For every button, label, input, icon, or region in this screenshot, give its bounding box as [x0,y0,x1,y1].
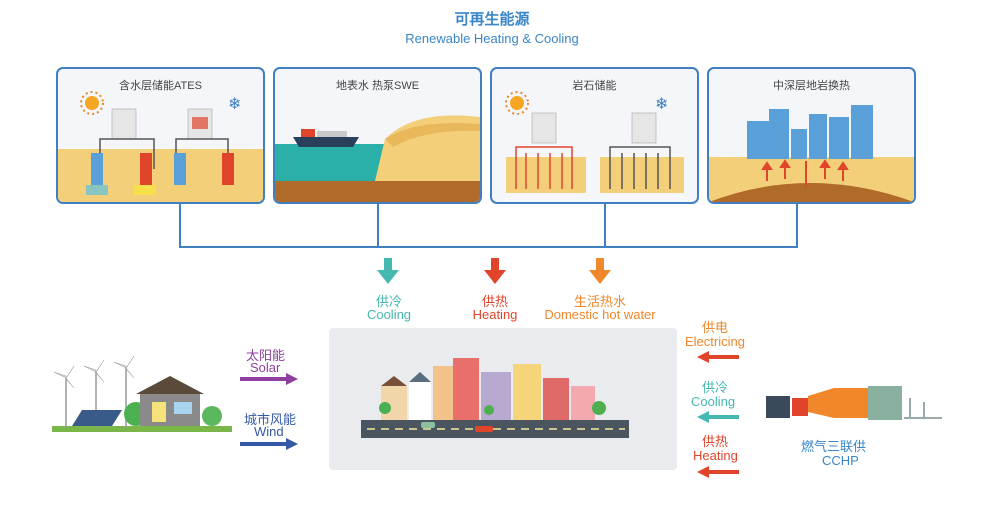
wind-arrow-icon [240,438,298,450]
wind-label-cn: 城市风能 [244,412,297,427]
electricity-label-en: Electricing [685,334,745,349]
electricity-arrow-icon [697,351,739,363]
heating-down-arrow-icon [484,258,506,284]
rock-illustration: ❄ [505,91,684,193]
panel-swe: 地表水 热泵SWE [273,67,482,204]
flow-hot-water-en: Domestic hot water [544,307,656,322]
cooling-down-arrow-icon [377,258,399,284]
deep-illustration [709,105,914,202]
solar-panel-icon [72,410,122,426]
flow-heating-en: Heating [472,307,518,322]
city-skyline [747,105,873,159]
wind-turbine-icon [53,355,135,389]
cchp-heating-arrow-icon [697,466,739,478]
house-solar-wind-illustration [52,355,232,432]
sun-icon [505,91,529,115]
wind-label-en: Wind [254,424,284,439]
solar-arrow-icon [240,373,298,385]
panel-deep-label: 中深层地岩换热 [773,80,850,92]
snowflake-icon: ❄ [655,96,668,113]
flow-hot-water-cn: 生活热水 [573,294,626,309]
flow-cooling-cn: 供冷 [375,294,402,309]
panel-rock: 岩石储能 ❄ [490,67,699,204]
city-panel [329,328,677,470]
flow-heating-cn: 供热 [481,294,508,309]
cchp-machinery-illustration [766,386,942,420]
solar-label-cn: 太阳能 [246,348,286,363]
city-illustration [361,358,629,438]
cchp-cooling-label-en: Cooling [691,394,736,409]
sun-icon [80,91,104,115]
ates-illustration: ❄ [58,91,263,202]
panel-deep: 中深层地岩换热 [707,67,916,204]
cchp-label-en: CCHP [822,453,859,468]
electricity-label-cn: 供电 [702,320,729,335]
cchp-heating-label-en: Heating [693,448,738,463]
snowflake-icon: ❄ [228,96,241,113]
solar-label-en: Solar [250,360,281,375]
ship-icon [293,129,359,147]
panel-ates-label: 含水层储能ATES [119,80,202,92]
cchp-cooling-label-cn: 供冷 [702,380,729,395]
cchp-label-cn: 燃气三联供 [801,439,867,454]
panel-ates: 含水层储能ATES ❄ [56,67,265,204]
panel-rock-label: 岩石储能 [572,80,617,92]
panel-swe-label: 地表水 热泵SWE [335,80,420,92]
cchp-cooling-arrow-icon [697,411,739,423]
hot-water-down-arrow-icon [589,258,611,284]
cchp-heating-label-cn: 供热 [702,434,729,449]
page-title: 可再生能源 [454,11,530,28]
flow-cooling-en: Cooling [366,307,412,322]
swe-illustration [275,115,480,202]
page-subtitle: Renewable Heating & Cooling [405,31,579,46]
